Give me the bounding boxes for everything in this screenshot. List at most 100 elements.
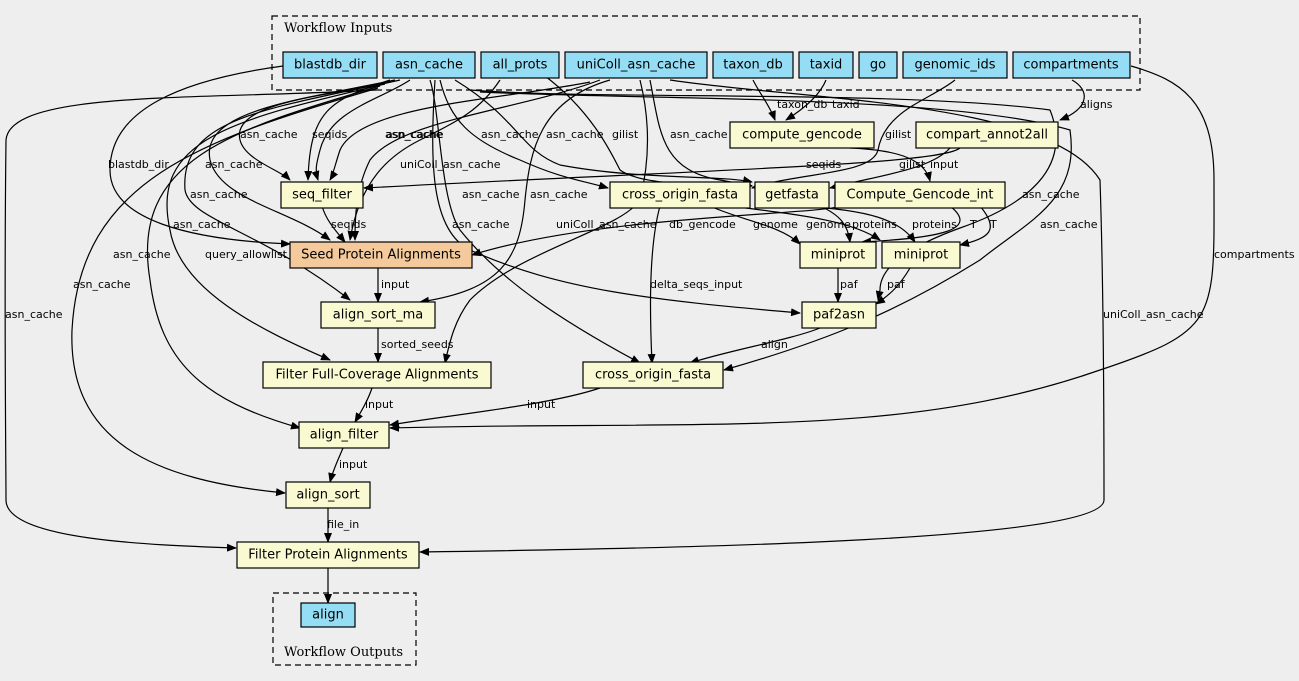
edge-seqids-compart: seqids xyxy=(363,147,961,192)
step-node-align-filter[interactable]: align_filter xyxy=(298,421,390,449)
step-node-compute-gencode-int[interactable]: Compute_Gencode_int xyxy=(834,181,1006,209)
step-node-getfasta[interactable]: getfasta xyxy=(754,181,830,209)
edge-db-gencode-line xyxy=(471,205,841,257)
edge-label-blastdb-dir: blastdb_dir xyxy=(108,158,169,171)
step-node-seq-filter[interactable]: seq_filter xyxy=(280,181,364,209)
edge-compartments: compartments xyxy=(389,65,1295,432)
edge-unicoll-sortma-line xyxy=(419,79,611,305)
step-node-cross-origin-fasta-2[interactable]: cross_origin_fasta xyxy=(582,361,724,389)
edge-seqids-compart-line xyxy=(363,147,961,192)
edge-label-genome-2: genome xyxy=(806,218,851,231)
edge-aligns-line xyxy=(1059,79,1085,121)
step-node-compute-gencode-box xyxy=(729,121,875,149)
input-node-taxon-db[interactable]: taxon_db xyxy=(712,51,794,79)
edge-asn-cache-crossorigin2: asn_cache xyxy=(429,79,641,364)
edge-input-alignfilter-1: input xyxy=(354,387,394,423)
input-node-taxid[interactable]: taxid xyxy=(798,51,854,79)
step-node-align-filter-label: align_filter xyxy=(310,428,379,443)
edge-t-1: T xyxy=(861,205,977,246)
input-node-unicoll-asn-cache[interactable]: uniColl_asn_cache xyxy=(564,51,708,79)
edge-delta-seqs: delta_seqs_input xyxy=(647,205,743,364)
step-node-paf2asn-label: paf2asn xyxy=(813,308,865,323)
edge-label-seqids-2: seqids xyxy=(312,128,348,141)
edge-label-asn-cache-15: asn_cache xyxy=(386,128,444,141)
step-node-cross-origin-fasta-1[interactable]: cross_origin_fasta xyxy=(609,181,751,209)
edge-asn-cache-paf2asn-line xyxy=(432,79,801,317)
step-node-compart-annot2all[interactable]: compart_annot2all xyxy=(915,121,1059,149)
step-node-seq-filter-label: seq_filter xyxy=(292,188,352,203)
input-node-asn-cache-label: asn_cache xyxy=(395,58,463,73)
step-node-miniprot-1[interactable]: miniprot xyxy=(799,241,877,269)
step-node-align-sort-ma-box xyxy=(320,301,436,329)
edge-label-asn-cache-5: asn_cache xyxy=(173,218,231,231)
edge-label-genome-1: genome xyxy=(753,218,798,231)
edge-asn-cache-paf2asn: query_allowlist xyxy=(205,79,801,317)
edge-genome-2: genome xyxy=(729,205,881,241)
input-node-blastdb-dir[interactable]: blastdb_dir xyxy=(282,51,378,79)
input-node-all-prots-box xyxy=(480,51,560,79)
edge-label-paf-1: paf xyxy=(840,278,859,291)
input-node-compartments-label: compartments xyxy=(1023,58,1118,73)
edge-blastdb-seed-line xyxy=(109,65,291,248)
step-node-filter-protein-alignments-box xyxy=(236,541,420,569)
step-node-align-sort-box xyxy=(285,481,371,509)
edge-align: align xyxy=(689,327,821,365)
step-node-filter-full-coverage-box xyxy=(262,361,492,389)
edge-label-t-1: T xyxy=(969,218,977,231)
output-node-align-label: align xyxy=(312,608,344,623)
step-node-seq-filter-box xyxy=(280,181,364,209)
edge-label-file-in: file_in xyxy=(327,518,359,531)
input-node-go-label: go xyxy=(870,58,886,73)
edge-asn-cache-filterfull: asn_cache xyxy=(166,83,386,361)
edge-aligns: aligns xyxy=(1059,79,1113,121)
step-node-align-filter-box xyxy=(298,421,390,449)
input-node-genomic-ids[interactable]: genomic_ids xyxy=(902,51,1008,79)
edge-label-unicoll-2: uniColl_asn_cache xyxy=(556,218,657,231)
edge-asn-cache-seqfilter-2-line xyxy=(238,79,401,181)
step-node-filter-protein-alignments[interactable]: Filter Protein Alignments xyxy=(236,541,420,569)
edge-label-taxid: taxid xyxy=(832,98,860,111)
edge-label-input-5: input xyxy=(339,458,368,471)
edge-genome-1: genome xyxy=(709,205,801,245)
edge-label-proteins-1: proteins xyxy=(852,218,897,231)
input-node-compartments[interactable]: compartments xyxy=(1012,51,1131,79)
step-node-miniprot-2[interactable]: miniprot xyxy=(881,241,961,269)
edge-asn-cache-seed: asn_cache xyxy=(205,79,396,241)
edge-unicoll-filterfull: uniColl_asn_cache xyxy=(443,79,657,364)
step-node-filter-full-coverage[interactable]: Filter Full-Coverage Alignments xyxy=(262,361,492,389)
edge-asn-cache-filterprotein: asn_cache xyxy=(4,89,377,552)
step-node-align-sort[interactable]: align_sort xyxy=(285,481,371,509)
step-node-compute-gencode[interactable]: compute_gencode xyxy=(729,121,875,149)
edge-label-db-gencode: db_gencode xyxy=(669,218,736,231)
edge-asn-cache-seqfilter-2: asn_cache xyxy=(238,79,401,181)
output-node-align[interactable]: align xyxy=(300,602,356,628)
edge-input-sortma: input xyxy=(374,268,410,303)
edge-label-asn-cache-16: asn_cache xyxy=(530,188,588,201)
edge-label-asn-cache-11: asn_cache xyxy=(481,128,539,141)
step-node-getfasta-box xyxy=(754,181,830,209)
edge-input-alignfilter-2: input xyxy=(389,387,601,428)
input-node-all-prots-label: all_prots xyxy=(493,58,548,73)
edge-label-seqids-1: seqids xyxy=(806,158,842,171)
edge-label-gilist-3: gilist xyxy=(612,128,639,141)
step-node-align-sort-label: align_sort xyxy=(296,488,359,503)
output-node-align-box xyxy=(300,602,356,628)
step-node-getfasta-label: getfasta xyxy=(765,188,819,203)
edge-label-asn-cache-2: asn_cache xyxy=(240,128,298,141)
input-node-go[interactable]: go xyxy=(858,51,898,79)
edge-unicoll-filterfull-line xyxy=(443,79,649,364)
input-node-blastdb-dir-box xyxy=(282,51,378,79)
step-node-paf2asn[interactable]: paf2asn xyxy=(801,301,877,329)
subworkflow-node-seed-protein-alignments[interactable]: Seed Protein Alignments xyxy=(289,241,473,269)
step-node-align-sort-ma[interactable]: align_sort_ma xyxy=(320,301,436,329)
input-node-asn-cache[interactable]: asn_cache xyxy=(382,51,476,79)
step-node-miniprot-1-box xyxy=(799,241,877,269)
input-node-all-prots[interactable]: all_prots xyxy=(480,51,560,79)
step-node-compart-annot2all-box xyxy=(915,121,1059,149)
edge-label-input-2: input xyxy=(381,278,410,291)
edge-input-gencode: input xyxy=(849,147,959,182)
edge-t-2: T xyxy=(959,205,997,247)
input-node-go-box xyxy=(858,51,898,79)
edge-input-alignsort: input xyxy=(328,447,368,483)
